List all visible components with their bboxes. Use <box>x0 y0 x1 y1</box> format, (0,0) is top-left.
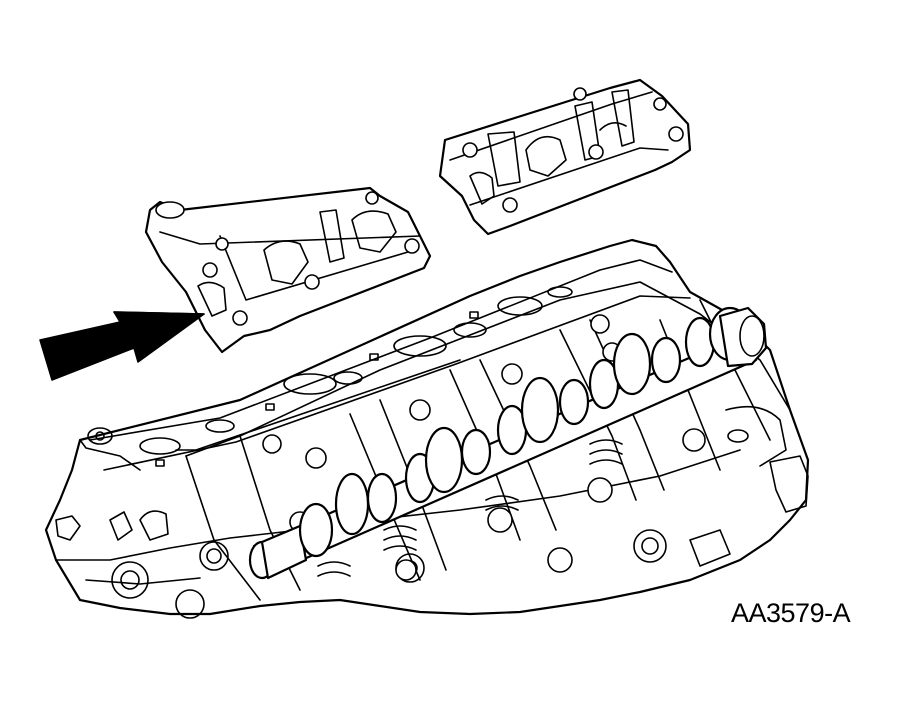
figure-id-label: AA3579-A <box>731 598 851 628</box>
camshaft-bearing-cap-front <box>144 186 432 354</box>
direction-arrow <box>39 311 205 381</box>
camshaft <box>248 306 768 580</box>
cylinder-head <box>44 238 810 619</box>
camshaft-bearing-cap-rear <box>438 78 692 236</box>
